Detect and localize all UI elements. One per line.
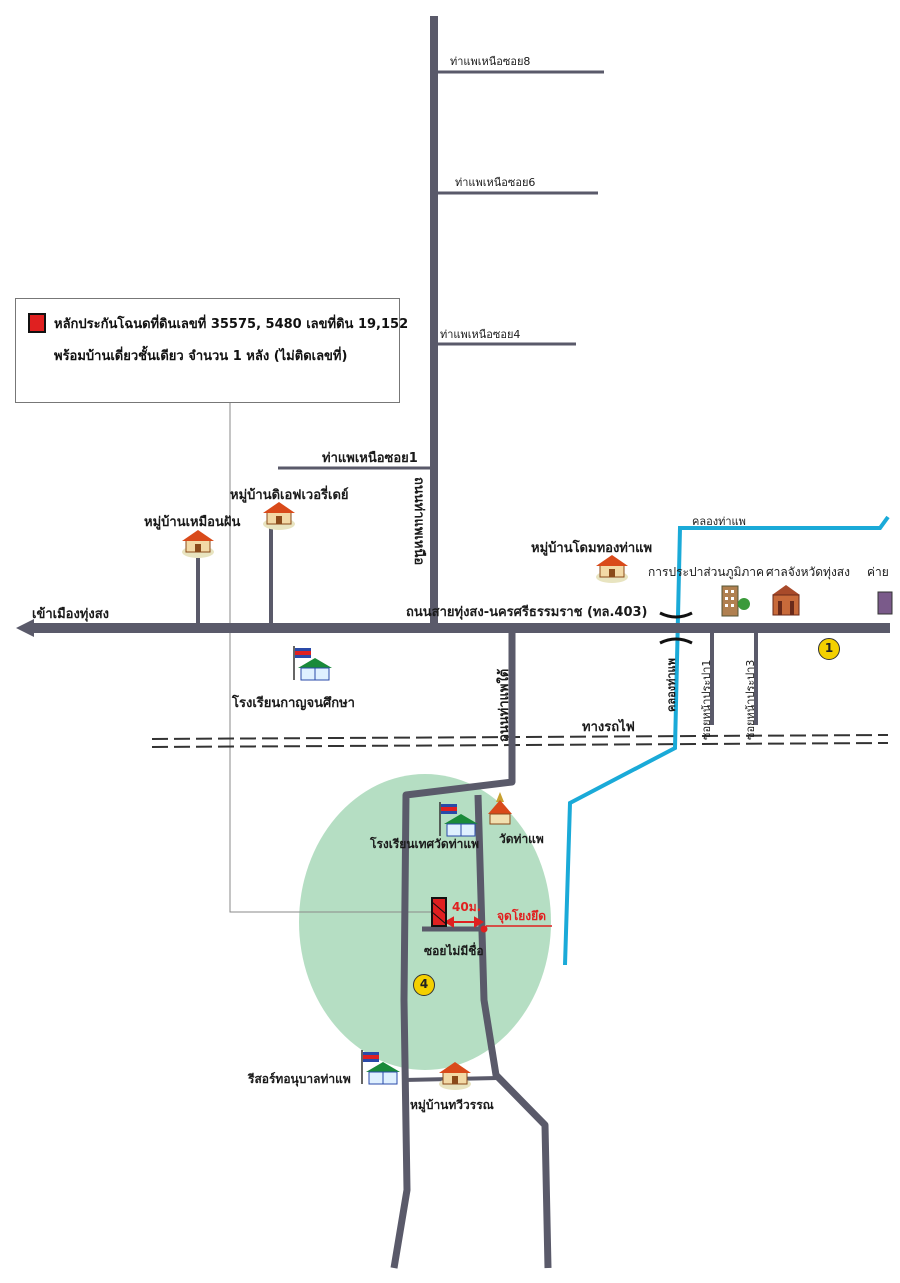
route-badge-4: 4 bbox=[413, 974, 435, 996]
label-soi8: ท่าแพเหนือซอย8 bbox=[450, 55, 531, 68]
label-resort: รีสอร์ทอนุบาลท่าแพ bbox=[248, 1072, 351, 1086]
label-soi-prapa1: ซอยหน้าประปา1 bbox=[700, 659, 713, 740]
label-temple: วัดท่าแพ bbox=[499, 832, 544, 846]
camp-icon bbox=[877, 591, 893, 615]
label-camp: ค่าย bbox=[867, 565, 889, 579]
house-icon-thiwa bbox=[439, 1062, 471, 1090]
north-road-network bbox=[278, 16, 604, 628]
label-main-road: ถนนสายทุ่งสง-นครศรีธรรมราช (ทล.403) bbox=[406, 605, 648, 620]
main-road bbox=[16, 619, 890, 637]
school-icon-temple bbox=[439, 802, 478, 837]
house-icon-dome bbox=[596, 555, 628, 583]
label-canal-top: คลองท่าแพ bbox=[692, 515, 746, 528]
route-badge-1: 1 bbox=[818, 638, 840, 660]
label-waterworks: การประปาส่วนภูมิภาค bbox=[648, 565, 765, 579]
label-village-diff: หมู่บ้านดิเอฟเวอรี่เดย์ bbox=[230, 488, 349, 503]
legend-marker-icon bbox=[28, 313, 46, 333]
school-icon-kanchana bbox=[293, 646, 332, 681]
legend-line-1: หลักประกันโฉนดที่ดินเลขที่ 35575, 5480 เ… bbox=[54, 317, 409, 332]
prapa-sois bbox=[710, 628, 758, 725]
label-soi6: ท่าแพเหนือซอย6 bbox=[455, 176, 536, 189]
railway-line bbox=[151, 734, 889, 748]
label-to-town: เข้าเมืองทุ่งสง bbox=[32, 607, 109, 622]
label-junction: จุดโยงยึด bbox=[497, 909, 546, 923]
property-marker-icon bbox=[431, 897, 447, 927]
label-soi4: ท่าแพเหนือซอย4 bbox=[440, 328, 521, 341]
label-south-road: ถนนท่าแพใต้ bbox=[497, 668, 512, 742]
distance-arrow bbox=[443, 916, 485, 928]
waterworks-icon bbox=[721, 585, 750, 617]
village-access-roads bbox=[196, 527, 273, 628]
legend-leader-line bbox=[229, 403, 432, 913]
label-distance: 40ม. bbox=[452, 900, 482, 914]
court-icon bbox=[772, 585, 800, 616]
house-icon-muean-fan bbox=[182, 530, 214, 558]
label-canal-vertical: คลองท่าแพ bbox=[665, 658, 678, 712]
house-icon-diff bbox=[263, 502, 295, 530]
canal-line bbox=[563, 515, 890, 966]
label-soi-prapa3: ซอยหน้าประปา3 bbox=[744, 659, 757, 740]
label-village-thiwa: หมู่บ้านทวีวรรณ bbox=[410, 1098, 494, 1112]
temple-icon bbox=[488, 792, 512, 825]
label-court: ศาลจังหวัดทุ่งสง bbox=[766, 565, 850, 579]
bridge-icon bbox=[659, 611, 693, 645]
legend-line-2: พร้อมบ้านเดี่ยวชั้นเดียว จำนวน 1 หลัง (ไ… bbox=[54, 349, 348, 364]
arrow-to-town bbox=[16, 619, 34, 637]
label-railway: ทางรถไฟ bbox=[582, 720, 635, 735]
highlight-zone bbox=[299, 774, 551, 1070]
label-unnamed-soi: ซอยไม่มีชื่อ bbox=[424, 944, 484, 958]
label-school-temple: โรงเรียนเทศวัดท่าแพ bbox=[370, 837, 479, 851]
label-school-kanchana: โรงเรียนกาญจนศึกษา bbox=[232, 696, 355, 711]
label-village-muean-fan: หมู่บ้านเหมือนฝัน bbox=[144, 515, 241, 530]
label-soi1: ท่าแพเหนือซอย1 bbox=[322, 451, 418, 466]
school-icon-resort bbox=[361, 1050, 400, 1085]
label-north-road: ถนนท่าแพเหนือ bbox=[411, 477, 426, 566]
junction-point bbox=[480, 925, 488, 933]
legend-box: หลักประกันโฉนดที่ดินเลขที่ 35575, 5480 เ… bbox=[15, 298, 408, 403]
label-village-dome: หมู่บ้านโดมทองท่าแพ bbox=[531, 541, 653, 556]
